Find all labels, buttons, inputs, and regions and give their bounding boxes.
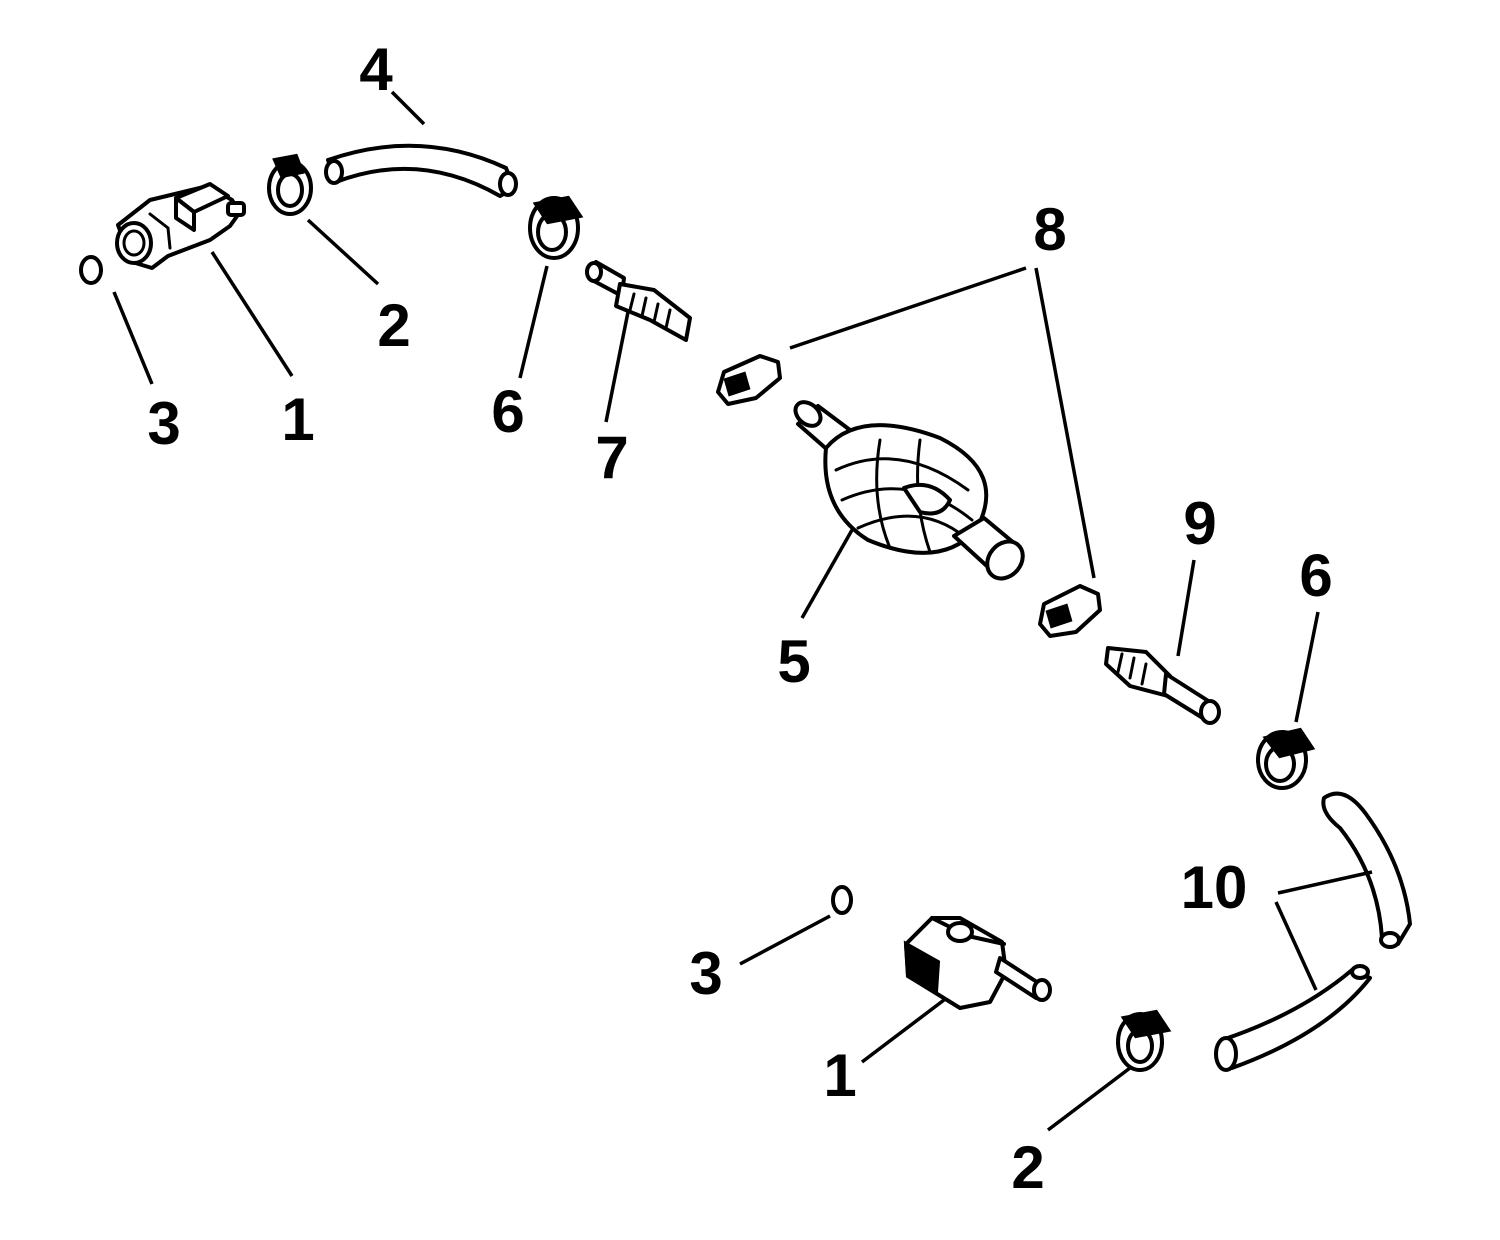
primer-bulb-icon bbox=[793, 400, 1025, 581]
leader-2-top bbox=[306, 218, 380, 286]
callout-8: 8 bbox=[1033, 196, 1066, 263]
fuel-connector-icon bbox=[903, 916, 1052, 1010]
callout-3-top: 3 bbox=[147, 390, 180, 457]
fuel-connector-icon bbox=[115, 182, 246, 270]
leader-7 bbox=[604, 311, 630, 423]
callout-1-bottom: 1 bbox=[823, 1042, 856, 1109]
leader-10-a bbox=[1277, 870, 1373, 895]
hose-clamp-icon bbox=[1116, 1009, 1172, 1072]
hose-clamp-icon bbox=[528, 195, 584, 260]
fuel-hose-icon bbox=[1214, 964, 1372, 1072]
callout-2-bottom: 2 bbox=[1011, 1134, 1044, 1201]
callout-6-top: 6 bbox=[491, 378, 524, 445]
fuel-hose-icon bbox=[324, 143, 518, 198]
check-valve-icon bbox=[1104, 646, 1221, 725]
hose-clamp-icon bbox=[267, 153, 313, 216]
callout-labels: 3 1 2 4 6 7 8 5 9 6 10 3 1 2 bbox=[147, 36, 1332, 1201]
callout-7: 7 bbox=[595, 424, 628, 491]
leader-9 bbox=[1176, 559, 1196, 657]
clip-icon bbox=[716, 354, 782, 406]
clip-icon bbox=[1038, 584, 1102, 638]
callout-3-bottom: 3 bbox=[689, 940, 722, 1007]
callout-5: 5 bbox=[777, 628, 810, 695]
leader-5 bbox=[800, 529, 854, 619]
callout-6-bottom: 6 bbox=[1299, 542, 1332, 609]
callout-4: 4 bbox=[359, 36, 393, 103]
leader-lines bbox=[112, 90, 1373, 1132]
leader-3-bottom bbox=[739, 914, 831, 966]
o-ring-icon bbox=[831, 885, 853, 915]
leader-8-a bbox=[789, 266, 1027, 350]
leader-2-bottom bbox=[1046, 1066, 1132, 1132]
callout-2-top: 2 bbox=[377, 292, 410, 359]
check-valve-icon bbox=[585, 260, 692, 342]
leader-1-bottom bbox=[860, 998, 946, 1064]
fuel-hose-icon bbox=[1321, 791, 1412, 949]
leader-10-b bbox=[1274, 901, 1318, 991]
leader-4 bbox=[390, 90, 426, 126]
o-ring-icon bbox=[79, 255, 103, 285]
leader-3-top bbox=[112, 291, 154, 385]
leader-6-top bbox=[518, 265, 549, 379]
leader-1-top bbox=[210, 251, 294, 377]
leader-6-bottom bbox=[1294, 611, 1320, 723]
hose-clamp-icon bbox=[1256, 727, 1316, 790]
leader-8-b bbox=[1034, 267, 1096, 579]
callout-1-top: 1 bbox=[281, 386, 314, 453]
callout-9: 9 bbox=[1183, 490, 1216, 557]
callout-10: 10 bbox=[1181, 854, 1248, 921]
